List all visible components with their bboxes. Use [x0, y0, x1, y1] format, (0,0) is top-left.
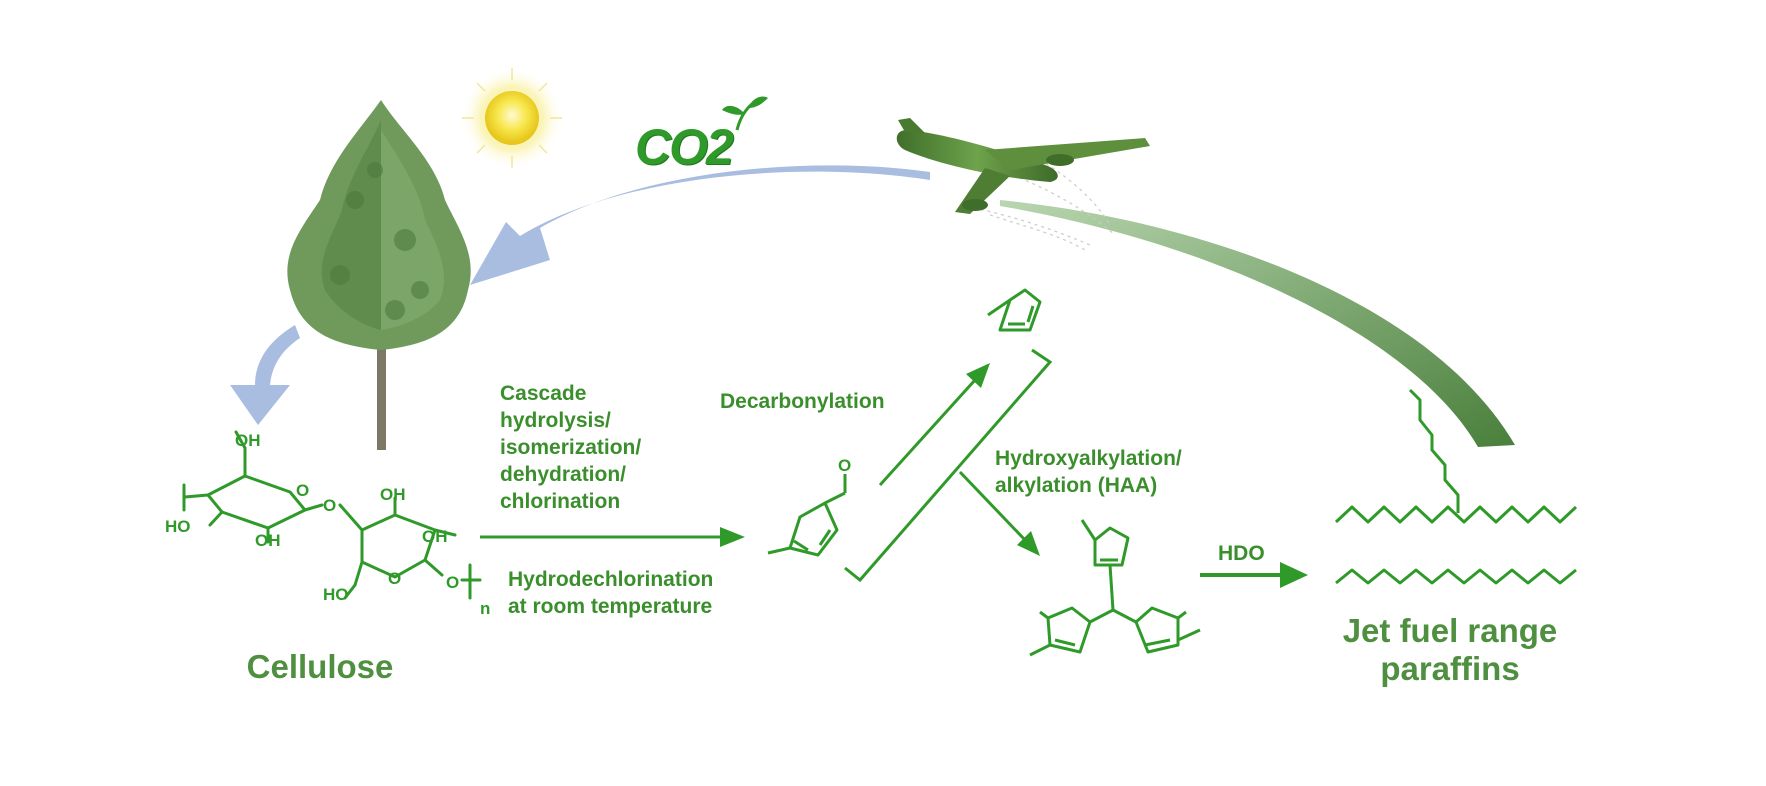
step1-line: at room temperature: [508, 595, 713, 618]
step1-line: isomerization/: [500, 436, 642, 459]
step1-line: hydrolysis/: [500, 409, 611, 432]
product-line: Jet fuel range: [1342, 612, 1558, 649]
cellulose-label: Cellulose: [246, 648, 394, 685]
atom-o-link: O: [323, 496, 337, 515]
step1-line: Cascade: [500, 382, 587, 405]
trifurylmethane-structure: [1029, 519, 1201, 657]
atom-aldehyde-o: O: [838, 456, 852, 475]
haa-bracket: [844, 348, 1053, 583]
atom-oh-ring2-top: OH: [380, 485, 406, 504]
sun-icon: [460, 66, 564, 170]
product-line: paraffins: [1380, 650, 1520, 687]
step1-line: dehydration/: [500, 463, 627, 486]
step1-label-above: Cascade hydrolysis/ isomerization/ dehyd…: [500, 380, 641, 515]
atom-ho-left: HO: [165, 517, 191, 536]
leaf-icon: [722, 96, 768, 131]
atom-oh-top: OH: [235, 431, 261, 450]
atom-o-chain: O: [446, 573, 460, 592]
atom-subscript-n: n: [480, 599, 491, 618]
emission-arc: [1000, 200, 1515, 447]
atom-oh-ring2-right: OH: [422, 527, 448, 546]
haa-line: alkylation (HAA): [995, 474, 1158, 497]
harvest-arrow: [230, 325, 300, 425]
cellulose-structure: [182, 430, 482, 600]
co2-label: CO2: [635, 119, 734, 175]
hdo-arrow: [1200, 562, 1308, 588]
haa-line: Hydroxyalkylation/: [995, 447, 1182, 470]
step1-arrow: [480, 527, 745, 547]
decarbonylation-label: Decarbonylation: [720, 390, 885, 413]
atom-o-ring1: O: [296, 481, 310, 500]
paraffins-structure: [1334, 388, 1578, 585]
atom-oh-mid: OH: [255, 531, 281, 550]
step1-line: chlorination: [500, 490, 621, 513]
tree-icon: [287, 100, 471, 450]
hdo-label: HDO: [1218, 542, 1265, 565]
airplane-icon: [896, 118, 1150, 251]
atom-o-ring2: O: [388, 569, 402, 588]
co2-return-arrow: [470, 165, 930, 285]
atom-ho-bottom: HO: [323, 585, 349, 604]
haa-arrow: [958, 470, 1040, 556]
step1-line: Hydrodechlorination: [508, 568, 714, 591]
product-label: Jet fuel range paraffins: [1300, 612, 1600, 688]
methylfuran-structure: [987, 288, 1042, 332]
haa-label: Hydroxyalkylation/ alkylation (HAA): [995, 445, 1182, 499]
decarbonylation-arrow: [878, 363, 990, 487]
step1-label-below: Hydrodechlorination at room temperature: [508, 566, 713, 620]
methylfurfural-structure: [767, 474, 847, 557]
